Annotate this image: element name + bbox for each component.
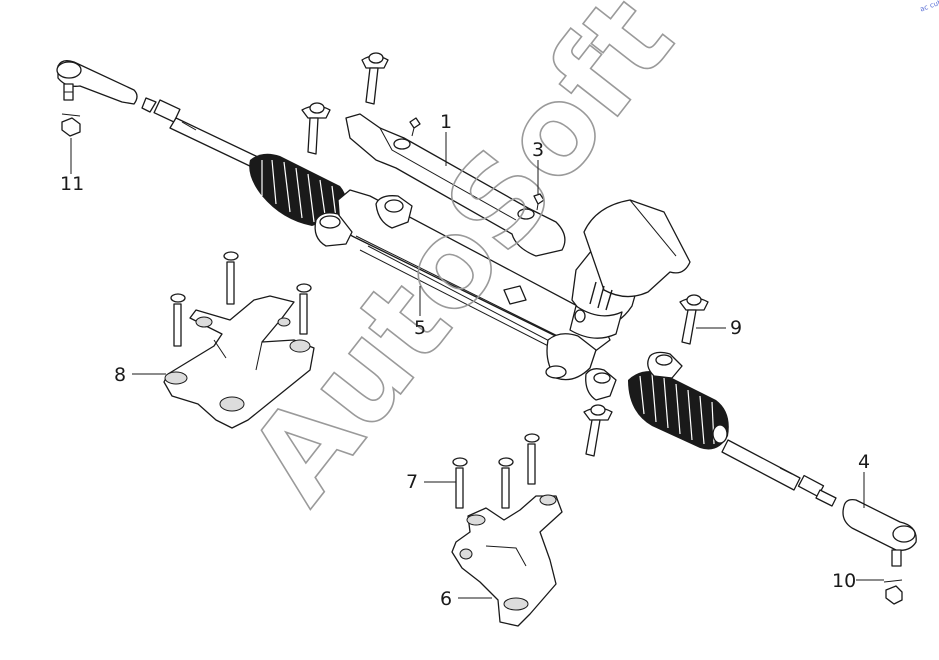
callout-label-4: 4 [858, 451, 870, 473]
callout-label-8: 8 [114, 364, 126, 386]
callout-11: 11 [60, 138, 84, 195]
screw-left [409, 117, 421, 137]
callout-label-3: 3 [532, 139, 544, 161]
rack-housing [314, 189, 611, 381]
callout-1: 1 [440, 111, 452, 166]
right-boot [628, 371, 729, 450]
bracket-8-bolts [170, 251, 312, 347]
corner-mark: ac cuts [919, 0, 939, 13]
right-tie-rod-end [842, 498, 917, 605]
callout-10: 10 [832, 570, 884, 592]
callout-6: 6 [440, 588, 492, 610]
heat-shield [345, 113, 566, 257]
callout-label-11: 11 [60, 173, 84, 195]
bolt-top-left [301, 102, 331, 155]
right-housing-end [585, 351, 683, 401]
callout-5: 5 [414, 286, 426, 339]
callout-label-10: 10 [832, 570, 856, 592]
left-tie-rod-end [56, 60, 138, 137]
callout-4: 4 [858, 451, 870, 508]
callout-label-9: 9 [730, 317, 742, 339]
right-mounting-bracket [451, 494, 563, 627]
right-tie-rod [721, 439, 837, 507]
screw-3 [533, 193, 545, 211]
callout-label-7: 7 [406, 471, 418, 493]
callout-3: 3 [532, 139, 544, 194]
bolt-lower-right [583, 404, 613, 457]
pinion-valve-body [569, 199, 691, 339]
bolt-9 [679, 294, 709, 345]
callout-label-1: 1 [440, 111, 452, 133]
left-mounting-bracket [163, 295, 315, 429]
bracket-6-bolts [452, 433, 540, 509]
callout-7: 7 [406, 471, 456, 493]
callout-9: 9 [696, 317, 742, 339]
left-tie-rod [141, 97, 261, 169]
callout-label-6: 6 [440, 588, 452, 610]
callout-label-5: 5 [414, 317, 426, 339]
callout-8: 8 [114, 364, 166, 386]
bolt-top-center [361, 52, 389, 105]
